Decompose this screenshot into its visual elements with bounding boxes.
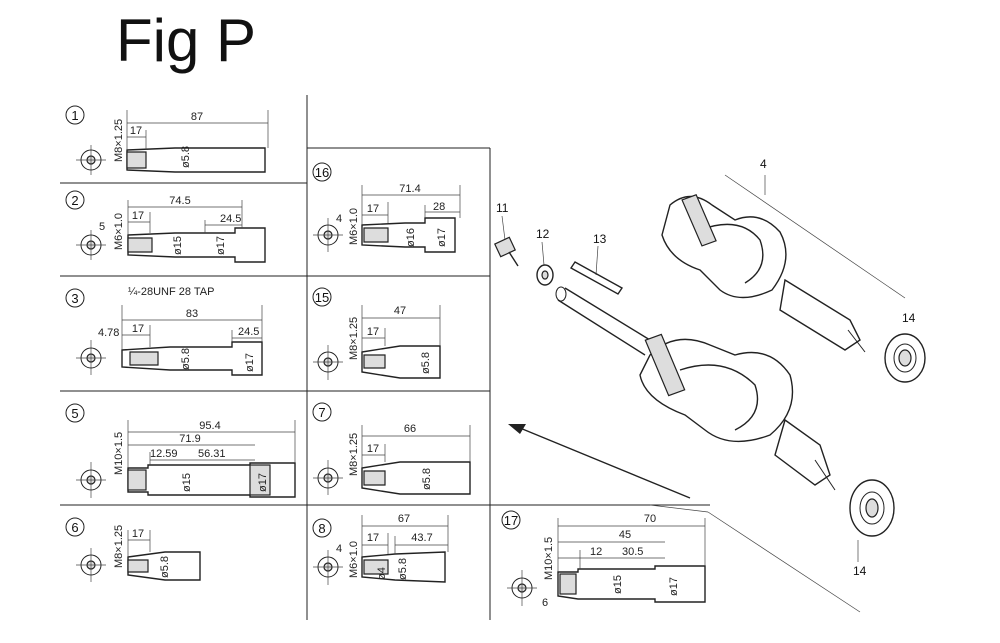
svg-text:12: 12 [590, 546, 602, 558]
svg-text:66: 66 [404, 423, 416, 435]
svg-text:70: 70 [644, 513, 656, 525]
panel-6: 6 17 M8×1.25 ø5.8 [65, 517, 201, 582]
svg-text:M6×1.0: M6×1.0 [348, 208, 360, 245]
svg-text:43.7: 43.7 [411, 532, 432, 544]
svg-text:87: 87 [191, 111, 203, 123]
svg-text:17: 17 [130, 125, 142, 137]
svg-text:¼-28UNF 28 TAP: ¼-28UNF 28 TAP [128, 286, 214, 298]
svg-text:14: 14 [902, 311, 916, 325]
svg-text:11: 11 [496, 201, 509, 215]
svg-text:17: 17 [132, 323, 144, 335]
svg-text:M8×1.25: M8×1.25 [113, 525, 125, 568]
svg-text:ø5.8: ø5.8 [397, 558, 409, 580]
svg-text:6: 6 [542, 597, 548, 609]
svg-text:24.5: 24.5 [238, 326, 259, 338]
svg-text:4: 4 [336, 213, 342, 225]
svg-text:47: 47 [394, 305, 406, 317]
panel-number: 1 [71, 108, 78, 123]
svg-text:83: 83 [186, 308, 198, 320]
svg-text:ø17: ø17 [215, 236, 227, 255]
svg-text:M10×1.5: M10×1.5 [543, 537, 555, 580]
svg-text:28: 28 [433, 201, 445, 213]
svg-text:M8×1.25: M8×1.25 [348, 433, 360, 476]
svg-text:30.5: 30.5 [622, 546, 643, 558]
svg-text:ø5.8: ø5.8 [420, 352, 432, 374]
panel-2: 2 5 74.5 17 24.5 M6×1.0 ø15 ø17 [65, 190, 266, 263]
figure-title: Fig P [116, 7, 257, 74]
svg-text:8: 8 [318, 521, 325, 536]
svg-text:2: 2 [71, 193, 78, 208]
svg-text:ø17: ø17 [257, 473, 269, 492]
svg-text:ø17: ø17 [436, 228, 448, 247]
panel-5: 5 95.4 71.9 12.59 56.31 M10×1.5 ø15 ø17 [65, 403, 296, 498]
svg-text:ø5.8: ø5.8 [421, 468, 433, 490]
svg-text:ø16: ø16 [405, 228, 417, 247]
svg-text:3: 3 [71, 291, 78, 306]
svg-text:13: 13 [593, 232, 607, 246]
svg-text:4: 4 [760, 157, 767, 171]
svg-text:17: 17 [367, 326, 379, 338]
svg-text:5: 5 [71, 406, 78, 421]
svg-text:ø15: ø15 [181, 473, 193, 492]
panel-15: 15 47 17 M8×1.25 ø5.8 [312, 287, 441, 380]
svg-text:71.4: 71.4 [399, 183, 420, 195]
svg-text:17: 17 [367, 532, 379, 544]
svg-text:74.5: 74.5 [169, 195, 190, 207]
svg-text:ø4: ø4 [376, 567, 388, 580]
svg-text:17: 17 [504, 513, 518, 528]
svg-text:ø17: ø17 [668, 577, 680, 596]
svg-text:16: 16 [315, 165, 329, 180]
grid-lines [60, 95, 710, 620]
svg-text:5: 5 [99, 221, 105, 233]
svg-text:56.31: 56.31 [198, 448, 226, 460]
svg-text:4: 4 [336, 543, 342, 555]
svg-text:24.5: 24.5 [220, 213, 241, 225]
svg-text:ø15: ø15 [172, 236, 184, 255]
svg-text:14: 14 [853, 564, 867, 578]
svg-text:71.9: 71.9 [179, 433, 200, 445]
panel-8: 8 4 67 17 43.7 M6×1.0 ø4 ø5.8 [312, 513, 449, 585]
crankshaft-exploded-view: 11 12 13 4 14 [493, 157, 926, 613]
panel-17: 17 6 70 45 12 30.5 M10×1.5 ø15 ø17 [501, 510, 706, 609]
svg-text:12: 12 [536, 227, 550, 241]
svg-text:M10×1.5: M10×1.5 [113, 432, 125, 475]
panel-7: 7 66 17 M8×1.25 ø5.8 [312, 402, 471, 495]
svg-text:17: 17 [132, 210, 144, 222]
svg-text:M8×1.25: M8×1.25 [113, 119, 125, 162]
svg-text:ø17: ø17 [244, 353, 256, 372]
svg-text:17: 17 [367, 203, 379, 215]
svg-text:7: 7 [318, 405, 325, 420]
svg-text:12.59: 12.59 [150, 448, 178, 460]
panel-1: 1 87 17 M8×1.25 ø5.8 [65, 105, 269, 175]
svg-text:ø15: ø15 [612, 575, 624, 594]
svg-text:4.78: 4.78 [98, 327, 119, 339]
svg-text:ø5.8: ø5.8 [159, 556, 171, 578]
svg-text:ø5.8: ø5.8 [180, 146, 192, 168]
svg-text:ø5.8: ø5.8 [180, 348, 192, 370]
svg-text:95.4: 95.4 [199, 420, 220, 432]
panel-3: 3 ¼-28UNF 28 TAP 4.78 83 17 24.5 ø5.8 ø1… [65, 286, 263, 376]
svg-text:M6×1.0: M6×1.0 [348, 541, 360, 578]
svg-text:15: 15 [315, 290, 329, 305]
svg-text:45: 45 [619, 529, 631, 541]
svg-text:17: 17 [367, 443, 379, 455]
svg-text:17: 17 [132, 528, 144, 540]
svg-text:6: 6 [71, 520, 78, 535]
svg-text:M6×1.0: M6×1.0 [113, 213, 125, 250]
panel-16: 16 4 71.4 17 28 M6×1.0 ø16 ø17 [312, 162, 461, 253]
svg-text:M8×1.25: M8×1.25 [348, 317, 360, 360]
svg-text:67: 67 [398, 513, 410, 525]
